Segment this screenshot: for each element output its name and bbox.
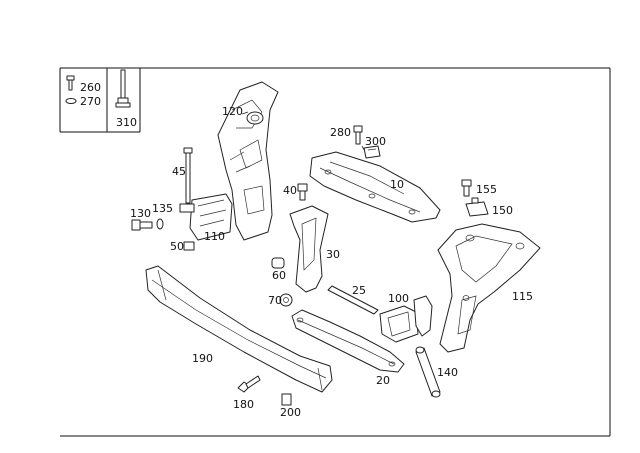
label-40: 40 [283,184,297,197]
long-bolt-310-flange [115,102,131,108]
label-100: 100 [388,292,409,305]
part-45-long-bolt [183,147,193,204]
part-25-rod [327,285,379,315]
part-130-bolt [131,219,153,231]
part-40-bolt [297,183,308,201]
label-280: 280 [330,126,351,139]
label-30: 30 [326,248,340,261]
label-20: 20 [376,374,390,387]
label-60: 60 [272,269,286,282]
part-50-nut [183,241,195,251]
part-190-bumper-beam [145,265,333,393]
part-300-clip [363,145,381,159]
part-150-bracket [465,197,489,217]
label-190: 190 [192,352,213,365]
label-130: 130 [130,207,151,220]
part-20-lower-cross-member [291,309,405,373]
label-70: 70 [268,294,282,307]
part-140-strut [415,346,441,398]
part-135-washer [156,218,164,230]
label-25: 25 [352,284,366,297]
long-bolt-310-head [117,97,129,104]
bolt-260-shank [68,79,73,91]
label-200: 200 [280,406,301,419]
label-140: 140 [437,366,458,379]
label-110: 110 [204,230,225,243]
label-155: 155 [476,183,497,196]
part-30-vertical-support [289,205,329,293]
part-60-bushing [271,257,285,269]
washer-270-shape [65,98,77,104]
part-100-mount-bracket [379,295,433,343]
label-180: 180 [233,398,254,411]
part-155-bolt [461,179,472,197]
part-115-right-side-member [437,223,541,353]
part-10-upper-cross-member [309,151,441,223]
label-10: 10 [390,178,404,191]
part-70-nut [279,293,293,307]
part-280-bolt [353,125,363,145]
label-260: 260 [80,81,101,94]
long-bolt-310-shank [120,69,126,99]
label-120: 120 [222,105,243,118]
part-180-bolt [237,375,261,393]
label-50: 50 [170,240,184,253]
label-135: 135 [152,202,173,215]
part-200-spacer [281,393,292,406]
part-110-bracket [179,193,233,241]
part-120-left-side-member [217,81,279,241]
label-115: 115 [512,290,533,303]
label-45: 45 [172,165,186,178]
label-310: 310 [116,116,137,129]
label-300: 300 [365,135,386,148]
bolt-260-shape [66,75,75,81]
label-270: 270 [80,95,101,108]
label-150: 150 [492,204,513,217]
inset-fasteners [65,69,131,108]
diagram-frame [59,67,611,437]
